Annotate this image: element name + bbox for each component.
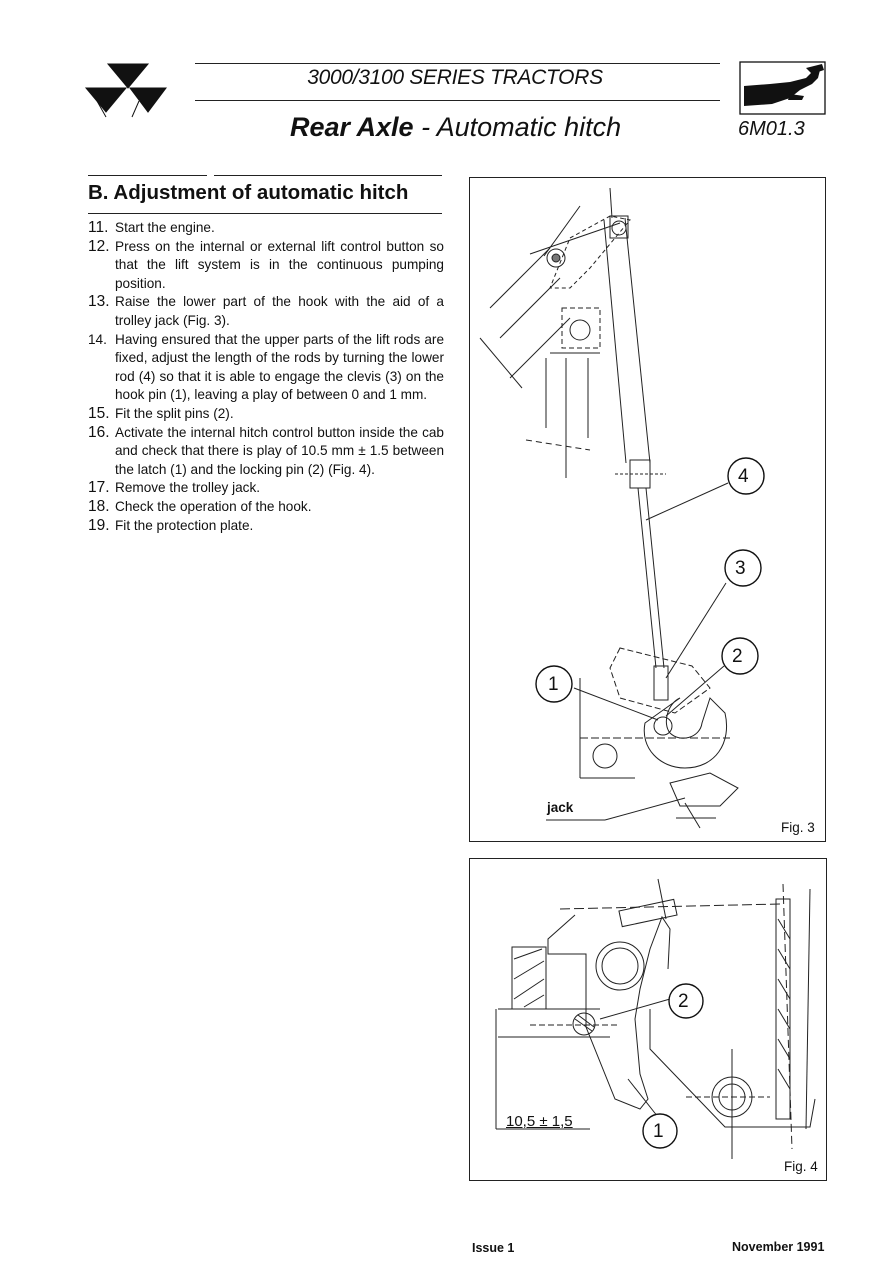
step-item: 17. Remove the trolley jack.: [88, 479, 444, 498]
callout-1: 1: [548, 674, 559, 695]
section-title: B. Adjustment of automatic hitch: [88, 181, 409, 204]
figure-3-caption: Fig. 3: [781, 820, 815, 835]
step-number: 15.: [88, 404, 110, 422]
step-text: Activate the internal hitch control butt…: [115, 424, 444, 477]
step-item: 19. Fit the protection plate.: [88, 517, 444, 536]
footer-issue: Issue 1: [472, 1241, 515, 1255]
step-number: 17.: [88, 479, 110, 497]
title-rule-top-right: [214, 175, 442, 176]
brand-logo: [84, 63, 167, 118]
figure-4-drawing: [495, 878, 816, 1159]
step-number: 19.: [88, 516, 110, 534]
step-number: 13.: [88, 293, 110, 311]
steps-list: 11. Start the engine. 12. Press on the int…: [88, 219, 444, 535]
callout-3: 3: [735, 558, 746, 579]
step-item: 14. Having ensured that the upper parts o…: [88, 331, 444, 405]
step-number: 18.: [88, 497, 110, 515]
step-item: 18. Check the operation of the hook.: [88, 498, 444, 517]
page-heading-rest: - Automatic hitch: [413, 112, 622, 142]
step-number: 12.: [88, 237, 110, 255]
figure-3-drawing: [479, 187, 765, 829]
step-item: 15. Fit the split pins (2).: [88, 405, 444, 424]
page-heading-bold: Rear Axle: [290, 112, 414, 142]
step-number: 11.: [88, 219, 109, 236]
step-text: Fit the split pins (2).: [115, 405, 234, 421]
step-item: 16. Activate the internal hitch control b…: [88, 424, 444, 480]
step-text: Remove the trolley jack.: [115, 480, 261, 496]
step-text: Check the operation of the hook.: [115, 498, 312, 514]
series-title: 3000/3100 SERIES TRACTORS: [307, 66, 603, 89]
step-number: 16.: [88, 423, 110, 441]
figure-3: 4 3 2 1 jack Fig. 3: [469, 177, 826, 842]
wrench-hand-icon: [739, 61, 826, 115]
callout-4: 4: [738, 466, 749, 487]
title-rule-top-left: [88, 175, 207, 176]
step-number: 14.: [88, 331, 107, 347]
step-item: 13. Raise the lower part of the hook with…: [88, 293, 444, 330]
title-rule-bottom: [88, 213, 442, 214]
header-rule-top: [195, 63, 720, 64]
step-text: Fit the protection plate.: [115, 517, 254, 533]
callout-1: 1: [653, 1121, 664, 1142]
step-text: Press on the internal or external lift c…: [115, 238, 444, 291]
page-code: 6M01.3: [738, 118, 805, 140]
header-rule-bottom: [195, 100, 720, 101]
figure-4-caption: Fig. 4: [784, 1159, 818, 1174]
step-text: Having ensured that the upper parts of t…: [115, 331, 444, 403]
footer-date: November 1991: [732, 1240, 825, 1254]
step-text: Raise the lower part of the hook with th…: [115, 294, 444, 328]
step-item: 11. Start the engine.: [88, 219, 444, 238]
step-text: Start the engine.: [115, 220, 215, 235]
callout-2: 2: [732, 646, 743, 667]
jack-label: jack: [547, 800, 574, 815]
dimension-label: 10,5 ± 1,5: [506, 1113, 573, 1130]
step-item: 12. Press on the internal or external lif…: [88, 238, 444, 294]
figure-4: 2 1 10,5 ± 1,5 Fig. 4: [469, 858, 827, 1181]
page-heading: Rear Axle - Automatic hitch: [290, 112, 621, 143]
callout-2: 2: [678, 991, 689, 1012]
